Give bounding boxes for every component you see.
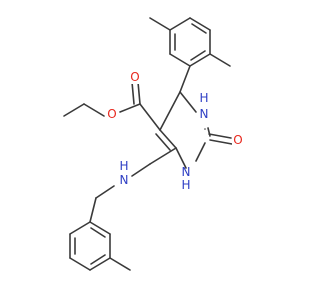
aryl-c4-bond: [179, 65, 191, 93]
ethyl-bond: [63, 103, 85, 117]
bond: [195, 142, 206, 162]
aminomethyl-linker: [89, 147, 177, 223]
ester-group: [63, 81, 161, 131]
molecule-diagram: O O O H N N H H N: [63, 17, 244, 271]
amine-nitrogen: N: [120, 173, 129, 187]
bond: [89, 257, 111, 271]
label-bg: [129, 70, 141, 84]
bond: [69, 257, 91, 271]
ether-bond: [119, 103, 141, 113]
structure-svg: O O O H N N H H N: [63, 17, 244, 271]
carbonyl-bond-2: [208, 133, 232, 139]
bond: [189, 53, 211, 67]
ring-nitrogen-bottom: N: [182, 165, 191, 179]
methyl-bond: [149, 17, 171, 31]
bond: [69, 221, 91, 235]
carbonyl-bond-2: [131, 81, 135, 105]
bond: [139, 103, 161, 131]
bond: [89, 197, 97, 223]
carbonyl-bond: [209, 139, 233, 145]
bond: [169, 17, 191, 31]
nh-hydrogen-bottom: H: [181, 178, 190, 192]
bond: [175, 147, 187, 169]
nh-hydrogen-top: H: [199, 91, 208, 105]
bond-inner: [191, 23, 207, 34]
bond: [89, 221, 111, 235]
label-bg: [106, 107, 118, 121]
atom-labels: O O O H N N H H N: [106, 70, 244, 192]
bond: [169, 53, 191, 67]
carbonyl-bond: [137, 81, 141, 105]
label-bg: [232, 133, 244, 147]
methyl-bond: [209, 53, 231, 67]
bond: [159, 91, 181, 131]
ethyl-bond: [83, 103, 105, 117]
pyrimidinone-ring: [155, 91, 211, 169]
ring-carbonyl-oxygen: O: [233, 133, 242, 147]
bond: [131, 163, 151, 177]
amine-hydrogen: H: [119, 159, 128, 173]
bond: [179, 91, 197, 113]
methyl-bond: [109, 257, 131, 271]
ester-ether-oxygen: O: [107, 107, 116, 121]
bond-inner: [190, 50, 206, 61]
bond-inner: [90, 227, 106, 238]
bond: [159, 129, 177, 149]
bond-inner: [90, 254, 106, 265]
upper-aryl-ring: [149, 17, 231, 67]
bond: [95, 185, 115, 199]
ring-nitrogen-top: N: [200, 107, 209, 121]
bond-double: [155, 133, 171, 151]
lower-aryl-ring: [69, 221, 131, 271]
bond: [149, 147, 177, 165]
ester-carbonyl-oxygen: O: [130, 70, 139, 84]
bond: [189, 17, 211, 31]
